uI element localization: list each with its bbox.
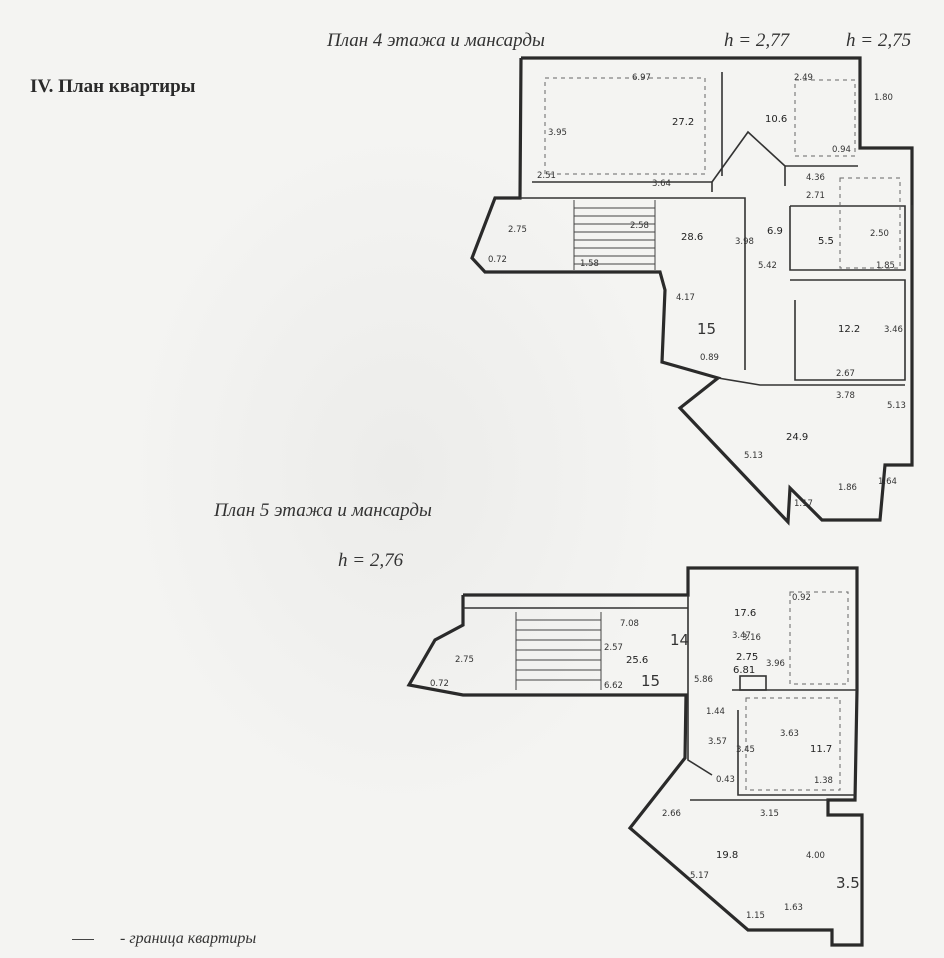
plan4-area-label: 5.5 [818, 236, 834, 247]
plan5-area-label: 6.81 [733, 665, 755, 676]
plan4-dim: 2.58 [630, 221, 649, 231]
plan5-dim: 6.62 [604, 681, 623, 691]
plan4-dim: 2.75 [508, 225, 527, 235]
plan4-dim: 4.36 [806, 173, 825, 183]
plan5-dim: 1.44 [706, 707, 725, 717]
plan5-dim: 2.75 [455, 655, 474, 665]
plan4-dim: 0.72 [488, 255, 507, 265]
plan4-dim: 2.67 [836, 369, 855, 379]
plan4-drawing [470, 56, 914, 526]
scan-background [120, 120, 680, 820]
plan5-dim: 0.43 [716, 775, 735, 785]
plan4-partition-living [717, 377, 905, 386]
plan4-dim: 2.51 [537, 171, 556, 181]
plan5-dim: 3.15 [760, 809, 779, 819]
plan4-dim: 3.78 [836, 391, 855, 401]
plan5-dim: 2.57 [604, 643, 623, 653]
plan4-dim: 3.98 [735, 237, 754, 247]
plan4-dim: 0.94 [832, 145, 851, 155]
plan5-dim: 3.63 [780, 729, 799, 739]
plan5-area-label: 2.75 [736, 652, 758, 663]
plan4-outer-wall [470, 56, 914, 526]
plan4-dim: 1.58 [580, 259, 599, 269]
plan5-dim: 3.96 [766, 659, 785, 669]
plan4-dim: 3.95 [548, 128, 567, 138]
plan4-caption: План 4 этажа и мансарды [327, 30, 545, 51]
plan4-partition-top [532, 181, 713, 192]
plan5-drawing [406, 566, 864, 947]
plan5-dim: 2.66 [662, 809, 681, 819]
plan4-dim: 2.50 [870, 229, 889, 239]
plan4-partition-bedroom [790, 279, 906, 381]
plan5-dim: 7.08 [620, 619, 639, 629]
plan5-dim: 1.63 [784, 903, 803, 913]
plan4-dim: 1.80 [874, 93, 893, 103]
plan4-dim: 1.85 [876, 261, 895, 271]
plan4-dim: 5.13 [744, 451, 763, 461]
plan4-dim: 5.42 [758, 261, 777, 271]
plan5-partition-bedroom [737, 710, 855, 796]
plan5-stairs [515, 612, 602, 690]
plan5-dim: 1.38 [814, 776, 833, 786]
plan5-outer-wall [406, 566, 864, 947]
plan4-dim: 1.17 [794, 499, 813, 509]
plan5-area-label: 11.7 [810, 744, 832, 755]
plan4-mansard-outline-1 [544, 77, 706, 175]
plan5-area-label: 14 [670, 631, 689, 649]
plan5-fixture [739, 675, 767, 691]
plan5-area-label: 15 [641, 672, 660, 690]
plan5-area-label: 3.5 [836, 874, 860, 892]
plan5-dim: 3.16 [742, 633, 761, 643]
plan5-area-label: 19.8 [716, 850, 738, 861]
plan4-dim: 5.13 [887, 401, 906, 411]
plan5-area-label: 17.6 [734, 608, 756, 619]
legend-label: - граница квартиры [120, 930, 257, 947]
plan5-dim: 3.47 [732, 631, 751, 641]
plan4-dim: 3.64 [652, 179, 671, 189]
plan5-dim: 1.15 [746, 911, 765, 921]
plan4-mansard-outline-3 [839, 177, 901, 269]
plan4-area-label: 10.6 [765, 114, 787, 125]
plan4-area-label: 12.2 [838, 324, 860, 335]
plan4-dim: 6.97 [632, 73, 651, 83]
plan5-height: h = 2,76 [338, 550, 404, 571]
plan5-area-label: 25.6 [626, 655, 648, 666]
page-title: IV. План квартиры [30, 76, 196, 97]
plan4-height-1: h = 2,77 [724, 30, 790, 51]
plan4-area-label: 15 [697, 320, 716, 338]
plan5-partition-kitchen [687, 595, 713, 776]
plan5-dim: 5.86 [694, 675, 713, 685]
plan4-dim: 4.17 [676, 293, 695, 303]
plan5-dim: 0.92 [792, 593, 811, 603]
plan4-dim: 1.64 [878, 477, 897, 487]
plan4-height-2: h = 2,75 [846, 30, 912, 51]
plan5-dim: 3.57 [708, 737, 727, 747]
plan4-dim: 1.86 [838, 483, 857, 493]
plan4-partition-rooms [789, 205, 906, 271]
plan5-dim: 0.72 [430, 679, 449, 689]
plan4-area-label: 6.9 [767, 226, 783, 237]
plan4-mansard-outline-2 [794, 79, 856, 157]
plan5-mansard-outline-1 [789, 591, 849, 685]
legend: - граница квартиры [72, 930, 256, 948]
plan4-dim: 2.49 [794, 73, 813, 83]
plan4-stairs [573, 200, 656, 270]
plan4-partition-bath [711, 130, 786, 186]
plan5-mansard-outline-2 [745, 697, 841, 791]
legend-line-icon [72, 938, 94, 940]
plan4-dim: 3.46 [884, 325, 903, 335]
plan4-partition-hall [520, 197, 746, 370]
plan5-dim: 4.00 [806, 851, 825, 861]
plan5-dim: 5.17 [690, 871, 709, 881]
plan4-area-label: 24.9 [786, 432, 808, 443]
plan4-dim: 0.89 [700, 353, 719, 363]
plan5-caption: План 5 этажа и мансарды [214, 500, 432, 521]
plan5-dim: 3.45 [736, 745, 755, 755]
plan4-dim: 2.71 [806, 191, 825, 201]
plan4-area-label: 28.6 [681, 232, 703, 243]
plan4-area-label: 27.2 [672, 117, 694, 128]
